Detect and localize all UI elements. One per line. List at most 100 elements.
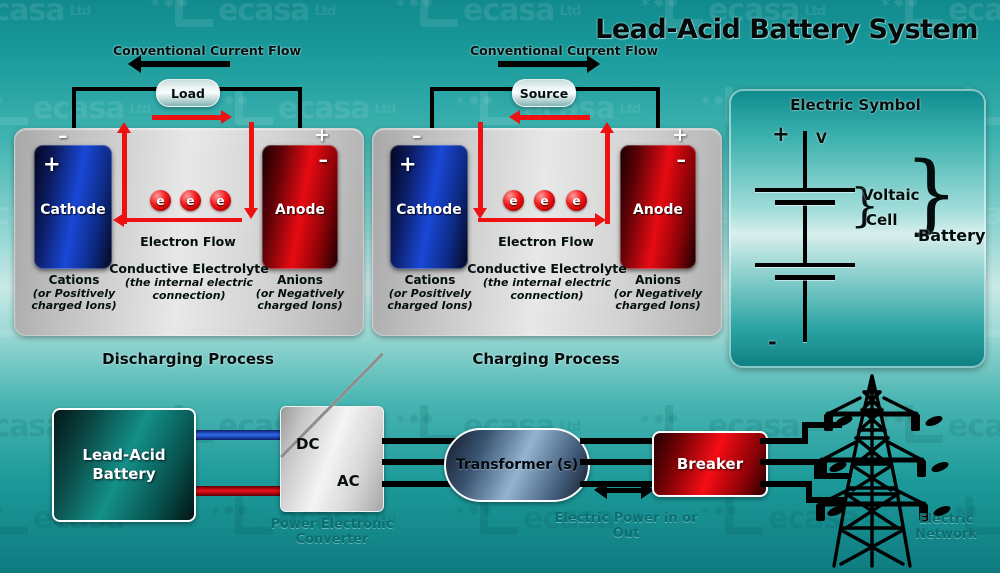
pylon-wire-1b [802,422,808,444]
symbol-lead-bottom [803,275,807,342]
network-caption-line2: Network [915,526,977,542]
electron-particle: e [566,190,587,211]
ac-wire-phase2-mid [580,459,666,465]
external-wire-down-right-charging [656,87,660,137]
voltaic-cell-label-line2: Cell [866,211,898,229]
pylon-wire-3a [760,481,812,487]
dc-wire-positive [180,430,286,440]
electric-symbol-title: Electric Symbol [790,96,921,114]
voltaic-cell-brace: } [850,178,880,232]
anode-electrode-discharging[interactable]: – Anode [262,145,338,269]
anode-label-charging: Anode [633,202,683,218]
cations-label-charging: Cations (or Positively charged Ions) [382,273,478,313]
electrolyte-label-discharging: Conductive Electrolyte (the internal ele… [108,261,270,303]
transmission-tower-icon [812,368,962,573]
pylon-wire-2b [814,459,820,479]
terminal-sign-right-discharging: + [314,124,330,146]
lead-acid-battery-block[interactable]: Lead-Acid Battery [52,408,196,522]
watermark-stars: ✶✸✹ [394,0,435,12]
electron-particle: e [534,190,555,211]
conventional-current-flow-label-discharging: Conventional Current Flow [113,43,302,58]
anode-electrode-charging[interactable]: – Anode [620,145,696,269]
watermark-suffix: Ltd [374,101,396,117]
watermark-j-mark [175,0,213,27]
watermark-stars: ✶✸✹ [639,410,680,428]
current-arrow-shaft-left-charging [478,122,483,210]
process-name-charging: Charging Process [472,350,620,368]
watermark-stars: ✶✸✹ [0,304,5,322]
cations-title-discharging: Cations [48,273,100,287]
electrolyte-title-charging: Conductive Electrolyte [467,261,627,276]
watermark-j-mark [0,497,28,535]
electron-flow-arrow-head-charging [595,213,606,227]
electric-symbol-panel [729,89,986,368]
terminal-sign-right-charging: + [672,124,688,146]
power-direction-arrow-head-left [594,481,607,499]
power-direction-arrow-head-right [641,481,654,499]
anions-note2-charging: charged Ions) [615,299,701,313]
anions-note2-discharging: charged Ions) [257,299,343,313]
breaker-label: Breaker [676,454,744,473]
ac-wire-phase1-mid [580,438,666,444]
electrolyte-label-charging: Conductive Electrolyte (the internal ele… [466,261,628,303]
watermark-brand: ecasa [463,0,555,28]
anode-polarity-sign-charging: – [676,149,687,171]
electron-flow-text-charging: Electron Flow [498,234,594,249]
ac-wire-phase1-left [382,438,474,444]
converter-caption-line1: Power Electronic [270,517,394,532]
battery-label: Battery [918,226,986,245]
pylon-wire-2c [814,473,850,479]
watermark-brand: ecasa [0,0,65,28]
conventional-current-arrow-head-discharging [128,55,141,73]
cations-note2-charging: charged Ions) [387,299,473,313]
anions-label-charging: Anions (or Negatively charged Ions) [608,273,708,313]
conventional-current-flow-label-charging: Conventional Current Flow [470,43,659,58]
load-block[interactable]: Load [156,79,220,107]
watermark-stars: ✶✸✹ [0,502,5,520]
cations-note1-discharging: (or Positively [32,286,116,300]
conventional-current-arrow-shaft-charging [498,61,588,67]
watermark-brand: ecasa [33,91,125,126]
cathode-label-discharging: Cathode [40,202,106,218]
electron-flow-text-discharging: Electron Flow [140,234,236,249]
symbol-long-plate-1 [755,188,855,192]
electron-flow-label-charging: Electron Flow [476,234,616,250]
external-wire-down-left-charging [430,87,434,137]
transformer-label: Transformer (s) [455,457,579,473]
watermark-suffix: Ltd [559,3,581,19]
symbol-plus-sign: + [772,122,790,146]
cathode-label-charging: Cathode [396,202,462,218]
symbol-short-plate-1 [775,200,835,205]
breaker-block[interactable]: Breaker [652,431,768,497]
pylon-wire-1c [802,422,842,428]
anions-title-discharging: Anions [277,273,323,287]
cathode-electrode-discharging[interactable]: + Cathode [34,145,112,269]
power-electronic-converter-block[interactable] [280,406,384,512]
power-caption-line2: Out [612,525,640,541]
electron-particle: e [503,190,524,211]
watermark-suffix: Ltd [619,101,641,117]
transformer-block[interactable]: Transformer (s) [444,428,590,502]
conventional-current-arrow-shaft-discharging [140,61,230,67]
source-block[interactable]: Source [512,79,576,107]
watermark-suffix: Ltd [69,3,91,19]
cathode-electrode-charging[interactable]: + Cathode [390,145,468,269]
external-wire-down-right-discharging [298,87,302,137]
symbol-lead-middle [803,200,807,263]
symbol-lead-top [803,131,807,188]
electron-particle: e [210,190,231,211]
cathode-polarity-sign-charging: + [399,152,417,176]
watermark-j-mark [420,0,458,27]
watermark-j-mark [0,87,28,125]
anions-note1-charging: (or Negatively [613,286,703,300]
external-wire-top-left-discharging [72,87,162,91]
watermark-stars: ✶✸✹ [0,92,5,110]
external-wire-top-right-discharging [212,87,302,91]
symbol-minus-sign: - [768,330,777,354]
electrolyte-note-charging: (the internal electric connection) [482,275,612,302]
battery-label-line2: Battery [92,465,156,483]
